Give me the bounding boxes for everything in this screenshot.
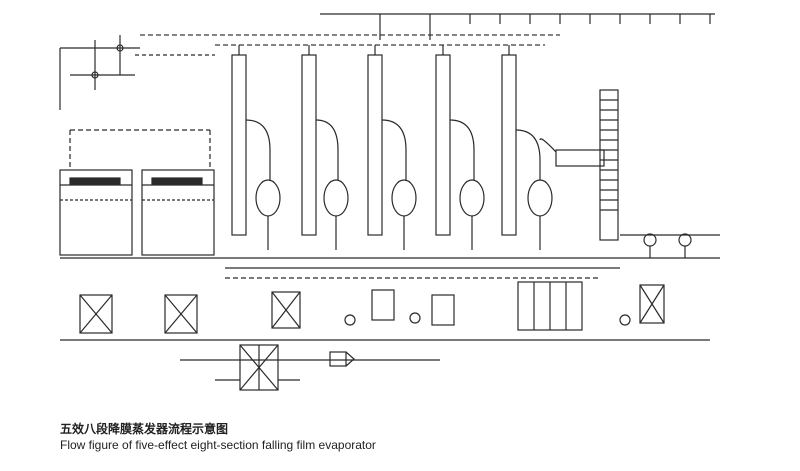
falling-film-effect-5 (501, 45, 553, 250)
diagram-caption-zh: 五效八段降膜蒸发器流程示意图 (60, 422, 229, 436)
heater-bundle (79, 281, 665, 334)
falling-film-effect-1 (231, 45, 281, 250)
falling-film-effect-4 (435, 45, 485, 250)
feed-tank-left (59, 169, 133, 256)
surface-condenser (539, 89, 619, 241)
control-valve-cluster (59, 35, 215, 110)
steam-header (320, 13, 715, 40)
condensate-tank (239, 344, 279, 391)
diagram-caption-en: Flow figure of five-effect eight-section… (60, 438, 376, 452)
pump-unit (344, 289, 631, 326)
falling-film-effect-2 (301, 45, 349, 250)
evaporator-flow-diagram (59, 13, 720, 391)
feed-tank-right (141, 169, 215, 256)
falling-film-effect-3 (367, 45, 417, 250)
vacuum-unit (620, 233, 720, 258)
